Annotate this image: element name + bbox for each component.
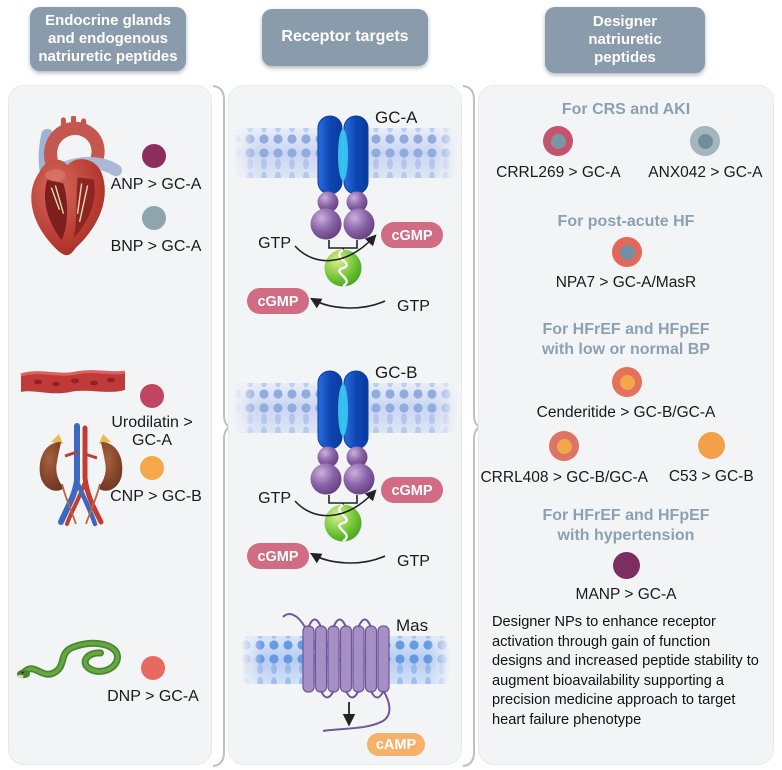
cgmp-pill	[247, 543, 309, 569]
anp-label: ANP > GC-A	[110, 176, 202, 193]
group-heading-crs-aki: For CRS and AKI	[561, 101, 691, 118]
crrl269-dot	[543, 126, 574, 156]
group-heading-low-normal-bp: For HFrEF and HFpEF with low or normal B…	[541, 321, 710, 358]
crrl408-dot-inner	[556, 438, 572, 454]
cgmp-pill	[381, 477, 443, 503]
crrl269-label: CRRL269 > GC-A	[496, 164, 621, 181]
cenderitide-label: Cenderitide > GC-B/GC-A	[536, 404, 716, 421]
blood-vessel-image	[20, 370, 126, 394]
cnp-label: CNP > GC-B	[110, 488, 202, 505]
group-heading-post-acute-hf: For post-acute HF	[557, 213, 695, 230]
c53-item: C53 > GC-B	[650, 431, 773, 487]
group-heading-hypertension: For HFrEF and HFpEF with hypertension	[542, 507, 710, 544]
mas-receptor-name: Mas	[396, 616, 428, 635]
header-designer-peptides: Designer natriuretic peptides	[545, 7, 705, 73]
c53-label: C53 > GC-B	[668, 468, 754, 485]
anx042-dot-inner	[697, 133, 713, 149]
cgmp-label: cGMP	[391, 228, 432, 244]
gcb-receptor-diagram: GTP cGMP cGMP GTP GC-B	[234, 363, 458, 570]
urodilatin-label: Urodilatin > GC-A	[111, 414, 193, 450]
manp-dot	[613, 552, 640, 579]
cnp-dot	[140, 456, 164, 480]
cgmp-pill	[381, 222, 443, 248]
npa7-label: NPA7 > GC-A/MasR	[555, 274, 697, 291]
anx042-dot	[690, 126, 721, 156]
urodilatin-dot	[140, 384, 164, 408]
dnp-label: DNP > GC-A	[107, 688, 199, 705]
header-endocrine-glands: Endocrine glands and endogenous natriure…	[30, 7, 186, 71]
gpcr-coils	[282, 613, 391, 732]
anp-dot	[142, 144, 166, 168]
bnp-label: BNP > GC-A	[110, 238, 202, 255]
manp-label: MANP > GC-A	[575, 586, 677, 603]
group1-row: CRRL269 > GC-A ANX042 > GC-A	[479, 126, 773, 182]
crrl408-label: CRRL408 > GC-B/GC-A	[480, 469, 649, 486]
gtp-label: GTP	[397, 553, 430, 570]
panel-designer-peptides: For CRS and AKI CRRL269 > GC-A ANX042 > …	[478, 85, 774, 765]
gca-receptor-diagram: GTP cGMP cGMP GTP GC-A	[234, 108, 458, 315]
camp-pill	[367, 733, 425, 756]
cenderitide-dot	[612, 367, 642, 397]
gtp-label: GTP	[397, 298, 430, 315]
cgmp-label: cGMP	[257, 294, 298, 310]
cgmp-pill	[247, 288, 309, 314]
group3-row: CRRL408 > GC-B/GC-A C53 > GC-B	[479, 431, 773, 487]
snake-image	[17, 639, 122, 679]
cgmp-label: cGMP	[257, 549, 298, 565]
crrl408-dot	[549, 431, 580, 461]
designer-nps-description: Designer NPs to enhance receptor activat…	[492, 614, 759, 728]
bnp-dot	[142, 206, 166, 230]
kidneys-image	[39, 423, 123, 527]
crrl408-item: CRRL408 > GC-B/GC-A	[479, 431, 650, 487]
gtp-label: GTP	[258, 490, 291, 507]
npa7-dot-inner	[619, 244, 635, 260]
c53-dot	[697, 432, 725, 459]
mas-receptor-diagram: Mas cAMP	[241, 613, 451, 756]
crrl269-item: CRRL269 > GC-A	[479, 126, 638, 182]
camp-label: cAMP	[376, 737, 417, 753]
panel-receptor-targets: GTP cGMP cGMP GTP GC-A GTP	[228, 85, 462, 765]
heart-image	[31, 116, 122, 256]
crrl269-dot-inner	[550, 133, 566, 149]
gtp-label: GTP	[258, 235, 291, 252]
panel-endogenous-peptides: ANP > GC-A BNP > GC-A Urodilatin > GC-A	[8, 85, 212, 765]
npa7-dot	[612, 237, 642, 267]
dnp-dot	[141, 656, 165, 680]
gca-receptor-name: GC-A	[375, 108, 418, 127]
anx042-label: ANX042 > GC-A	[648, 164, 763, 181]
cenderitide-dot-inner	[619, 374, 635, 390]
gcb-receptor-name: GC-B	[375, 363, 418, 382]
cgmp-label: cGMP	[391, 483, 432, 499]
anx042-item: ANX042 > GC-A	[638, 126, 773, 182]
header-receptor-targets: Receptor targets	[262, 9, 428, 66]
